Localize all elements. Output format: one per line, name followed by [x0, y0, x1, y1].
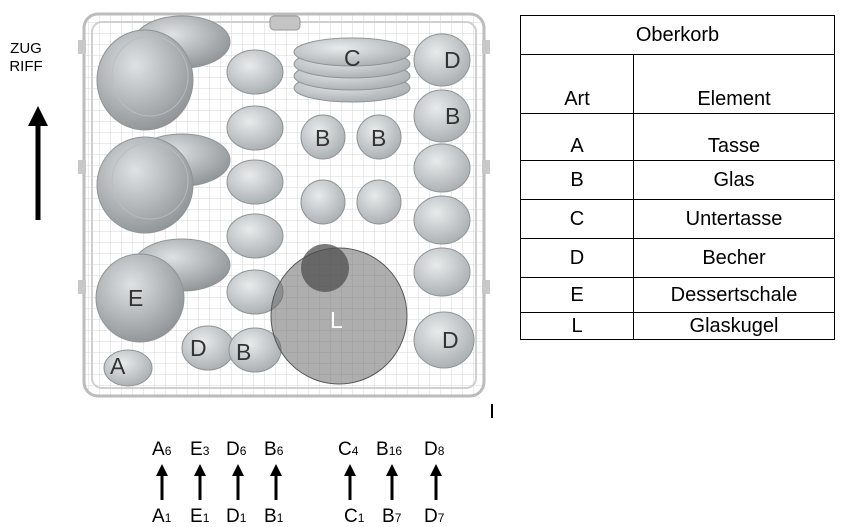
dessert-bowl-row-1 [96, 15, 231, 131]
loading-order-arrows [156, 464, 442, 500]
glasses-group [300, 114, 402, 225]
order-top-e3: E3 [190, 439, 210, 460]
dessert-bowl-row-2 [96, 133, 231, 234]
order-top-b6: B6 [264, 439, 284, 460]
order-bottom-a1: A1 [152, 506, 172, 527]
order-top-d6: D6 [226, 439, 247, 460]
dessert-bowl-row-3 [95, 238, 231, 343]
label-mug-d-top: D [444, 47, 461, 73]
order-bottom-b7: B7 [382, 506, 402, 527]
label-mug-d-bottom-left: D [190, 335, 207, 361]
label-saucer-c: C [344, 45, 361, 71]
legend-row-type: D [520, 238, 634, 278]
label-glass-b-1: B [315, 125, 330, 151]
legend-row-element: Untertasse [633, 199, 835, 239]
order-top-a6: A6 [152, 439, 172, 460]
label-mug-b-right: B [445, 103, 460, 129]
mugs-column [413, 33, 475, 369]
label-cup-a: A [110, 353, 126, 379]
order-bottom-d7: D7 [424, 506, 445, 527]
cups-column [103, 49, 284, 387]
legend-title: Oberkorb [520, 15, 835, 55]
label-glass-ball-l: L [330, 307, 343, 333]
pull-direction-label: ZUG RIFF [4, 40, 48, 76]
label-bowl-e: E [128, 285, 143, 311]
order-top-c4: C4 [338, 439, 359, 460]
legend-row-type: B [520, 160, 634, 200]
legend-row-type: E [520, 277, 634, 313]
legend-row-element: Glas [633, 160, 835, 200]
pull-label-line-1: ZUG [10, 40, 42, 57]
order-bottom-c1: C1 [344, 506, 365, 527]
legend-row-type: A [520, 113, 634, 161]
legend-row-element: Dessertschale [633, 277, 835, 313]
legend-table: Oberkorb Art Element A Tasse B Glas C Un… [520, 15, 835, 340]
glass-ball [270, 244, 408, 385]
label-mug-d-bottom-right: D [442, 327, 459, 353]
order-bottom-e1: E1 [190, 506, 210, 527]
legend-row-type: C [520, 199, 634, 239]
legend-row-element: Becher [633, 238, 835, 278]
label-glass-b-bottom: B [236, 339, 251, 365]
divider-tick [491, 404, 493, 418]
legend-header-type: Art [520, 54, 634, 114]
legend-row-element: Tasse [633, 113, 835, 161]
order-bottom-d1: D1 [226, 506, 247, 527]
label-glass-b-2: B [371, 125, 386, 151]
pull-label-line-2: RIFF [9, 58, 43, 75]
legend-row-element: Glaskugel [633, 312, 835, 340]
legend-row-type: L [520, 312, 634, 340]
order-top-d8: D8 [424, 439, 445, 460]
order-top-b16: B16 [376, 439, 402, 460]
pull-arrow-icon [28, 106, 48, 220]
order-bottom-b1: B1 [264, 506, 284, 527]
saucer-stack [293, 37, 411, 103]
legend-header-element: Element [633, 54, 835, 114]
